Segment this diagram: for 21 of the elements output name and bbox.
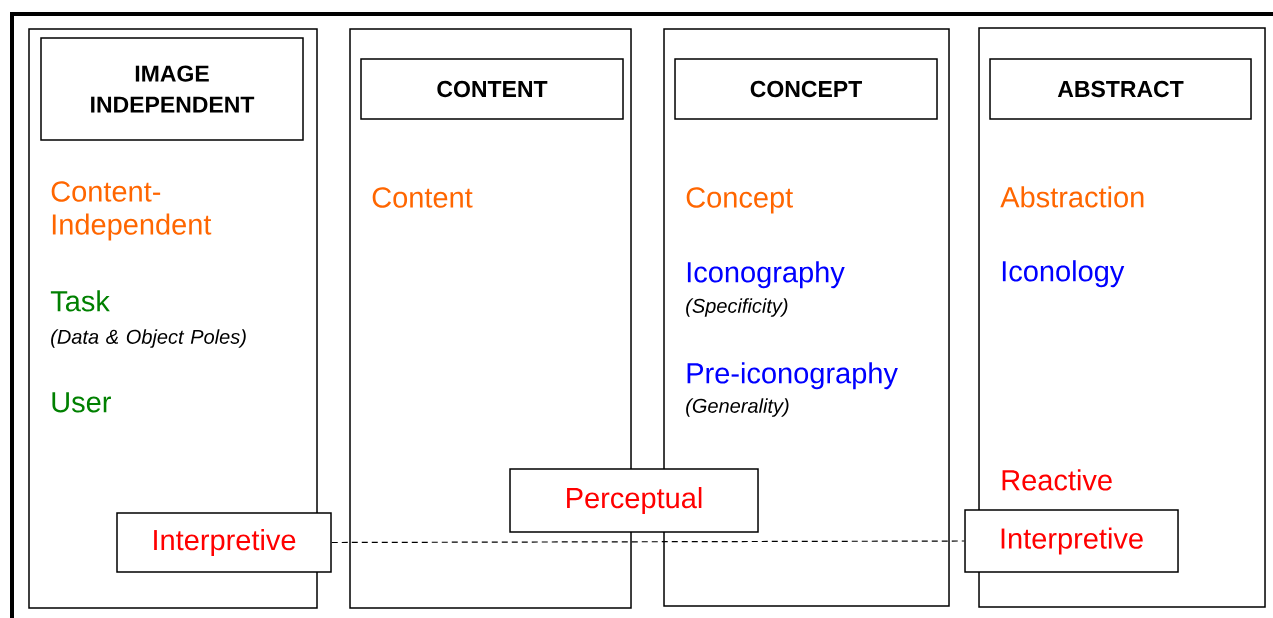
- term-label: Iconography: [687, 261, 845, 289]
- label-box: Interpretive: [964, 509, 1179, 573]
- term-label: Reactive: [1002, 469, 1112, 491]
- term-label: User: [52, 392, 111, 413]
- note-label: (Data & Object Poles): [51, 329, 246, 348]
- term-label: Iconology: [1002, 260, 1125, 288]
- header-box: CONCEPT: [674, 58, 938, 120]
- term-label: Task: [50, 290, 110, 312]
- term-label: Pre-iconography: [687, 362, 898, 390]
- header-box: IMAGE INDEPENDENT: [40, 37, 304, 141]
- note-label: (Generality): [686, 398, 789, 417]
- note-label: (Specificity): [686, 298, 788, 317]
- term-label: Abstraction: [1000, 186, 1144, 208]
- dashed-line: [331, 540, 965, 544]
- term-label: Content-Independent: [51, 181, 212, 241]
- label-box: Interpretive: [116, 512, 332, 573]
- header-box: CONTENT: [360, 58, 624, 120]
- term-label: Concept: [686, 187, 793, 214]
- term-label: Content: [372, 187, 473, 208]
- header-box: ABSTRACT: [989, 58, 1252, 120]
- label-box: Perceptual: [509, 468, 759, 533]
